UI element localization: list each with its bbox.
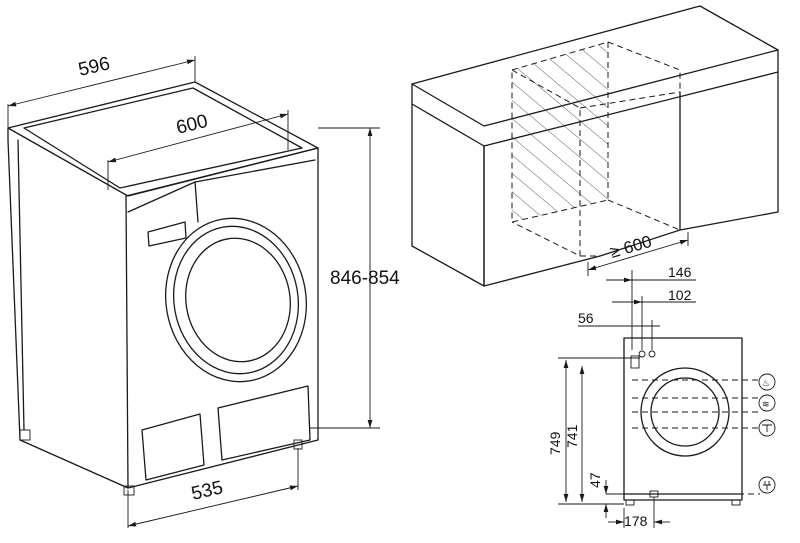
dimension-depth-600: 600: [107, 110, 289, 190]
door-outer: [164, 217, 308, 383]
dimension-width-596: 596: [7, 53, 196, 128]
dim-178-label: 178: [624, 513, 648, 529]
rear-view-drawing: [623, 337, 760, 506]
dim-596-label: 596: [76, 53, 112, 81]
dimension-foot-535: 535: [127, 448, 299, 528]
dim-741-label: 741: [564, 424, 580, 448]
rear-body: [623, 337, 743, 501]
dim-600-label: 600: [174, 111, 210, 139]
dim-535-label: 535: [189, 477, 225, 505]
dim-56-label: 56: [578, 310, 594, 326]
power-plug-icon: [758, 476, 776, 494]
dimension-height: 846-854: [310, 127, 400, 429]
rear-height-dimensions: 749 741 47: [547, 357, 650, 518]
drain-hose-icon: [758, 419, 776, 437]
dim-102-label: 102: [668, 287, 692, 303]
service-flap-right: [217, 385, 311, 461]
dim-146-label: 146: [668, 264, 692, 280]
rear-drum-outer: [640, 367, 730, 457]
washing-machine-drawing: [7, 81, 319, 496]
machine-front: [125, 147, 319, 489]
service-flap-left: [141, 413, 205, 481]
dim-47-label: 47: [587, 472, 603, 488]
hot-water-inlet-icon: ♨: [758, 373, 776, 391]
niche-hatch: [512, 42, 608, 222]
rear-bottom-dimension: 178: [608, 497, 670, 529]
svg-text:≋: ≋: [762, 399, 770, 409]
rear-top-dimensions: 146 102 56: [578, 264, 696, 350]
cold-water-inlet-icon: ≋: [758, 394, 776, 412]
dim-749-label: 749: [547, 431, 563, 455]
detergent-drawer: [147, 221, 187, 247]
dim-height-label: 846-854: [330, 268, 400, 289]
door-glass: [185, 237, 291, 363]
niche-drawing: ≥ 600: [411, 5, 779, 287]
svg-text:♨: ♨: [762, 378, 770, 388]
